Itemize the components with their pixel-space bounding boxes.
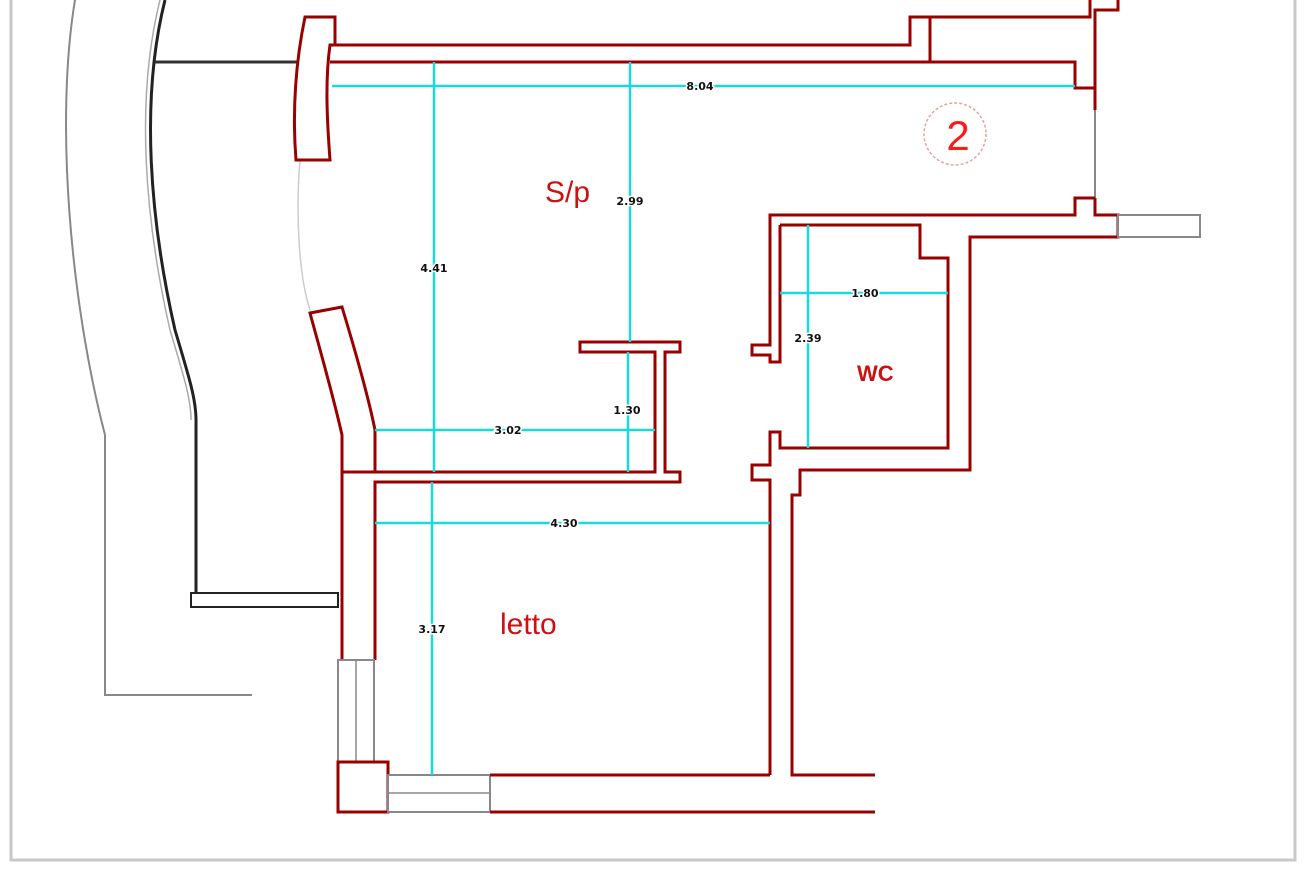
wall-right-outer (1093, 0, 1120, 110)
page-frame (9, 0, 1297, 862)
wall-right-lower (750, 196, 1095, 364)
window-east (1117, 214, 1201, 238)
dim-wc-width: 1.80 (851, 287, 878, 300)
curved-wall-top (292, 15, 337, 162)
wall-top (335, 0, 1092, 47)
wall-right-lower-outer (790, 198, 1120, 777)
wc-wall (750, 223, 950, 775)
dim-living-lower-width: 3.02 (494, 424, 521, 437)
unit-number: 2 (946, 112, 969, 159)
balcony-ledge (190, 592, 339, 608)
dim-bedroom-depth: 3.17 (418, 623, 445, 636)
corner-pillar (336, 760, 390, 814)
balcony-rail-inner (144, 0, 192, 421)
dim-bedroom-width: 4.30 (550, 517, 577, 530)
balcony-rail (149, 0, 198, 593)
curved-wall-mid (308, 305, 377, 474)
dim-wc-depth: 2.39 (794, 332, 821, 345)
wall-right-inner (930, 60, 1095, 90)
dim-closet-depth: 1.30 (613, 404, 640, 417)
partition-wall (373, 340, 682, 660)
wall-top-inner (330, 17, 932, 64)
dim-living-width: 8.04 (686, 80, 713, 93)
room-label-living: S/p (545, 176, 590, 209)
unit-number-circle (923, 102, 987, 166)
wall-bottom (490, 773, 875, 814)
dim-living-depth-mid: 2.99 (616, 195, 643, 208)
curved-facade (297, 159, 311, 311)
room-label-wc: WC (857, 361, 894, 386)
balcony-outline (65, 0, 252, 696)
room-label-bedroom: letto (500, 608, 557, 641)
dim-living-depth-left: 4.41 (420, 262, 447, 275)
